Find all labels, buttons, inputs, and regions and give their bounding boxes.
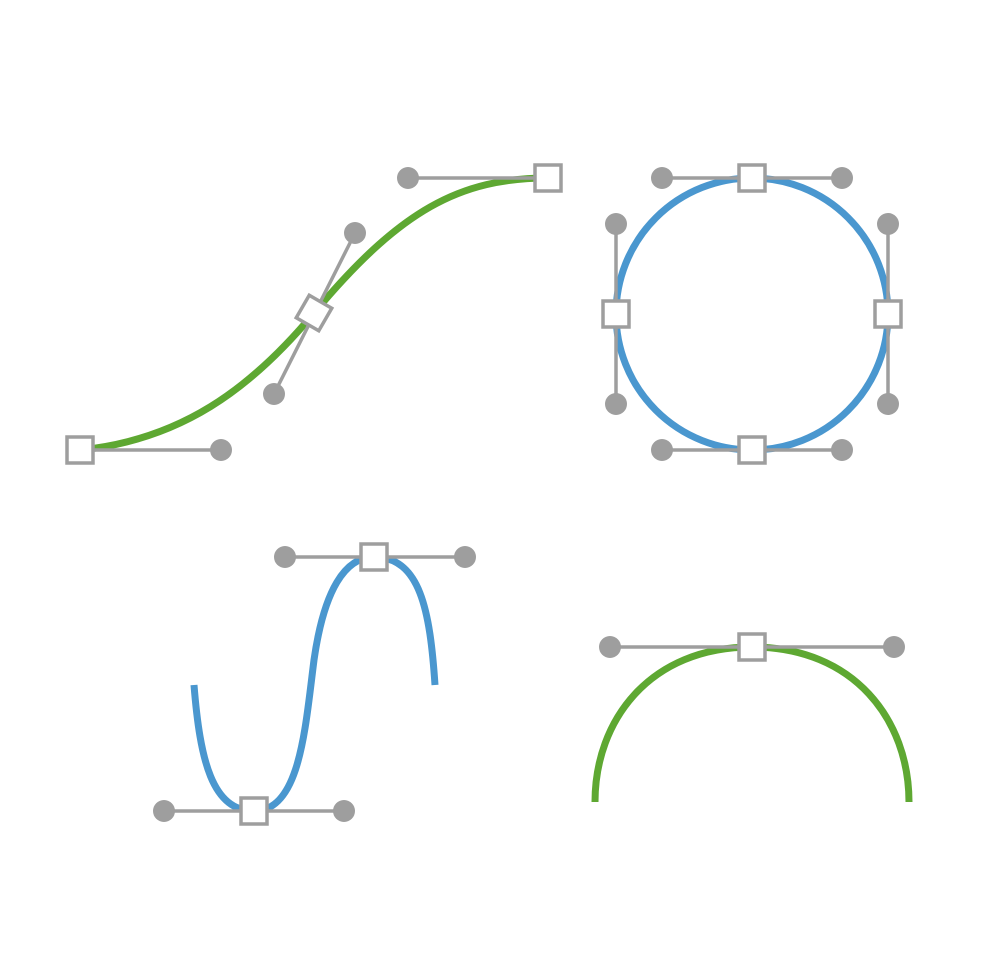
handle-point[interactable] — [454, 546, 476, 568]
wave-path — [190, 553, 439, 815]
wave-diagram — [153, 542, 476, 826]
anchor-point[interactable] — [293, 292, 335, 334]
anchor-point[interactable] — [601, 299, 631, 329]
handle-point[interactable] — [883, 636, 905, 658]
handle-point[interactable] — [605, 213, 627, 235]
handle-point[interactable] — [397, 167, 419, 189]
anchor-point[interactable] — [737, 435, 767, 465]
anchor-point[interactable] — [873, 299, 903, 329]
anchor-point[interactable] — [737, 163, 767, 193]
circle-path — [612, 174, 892, 454]
handle-point[interactable] — [210, 439, 232, 461]
anchor-point[interactable] — [533, 163, 563, 193]
handle-point[interactable] — [831, 167, 853, 189]
handle-point[interactable] — [831, 439, 853, 461]
anchor-point[interactable] — [65, 435, 95, 465]
handle-point[interactable] — [599, 636, 621, 658]
handle-point[interactable] — [605, 393, 627, 415]
handle-point[interactable] — [651, 167, 673, 189]
handle-point[interactable] — [877, 213, 899, 235]
handle-point[interactable] — [877, 393, 899, 415]
circle-diagram — [601, 163, 903, 465]
arch-path — [591, 643, 913, 803]
anchor-point[interactable] — [737, 632, 767, 662]
handle-point[interactable] — [274, 546, 296, 568]
anchor-point[interactable] — [359, 542, 389, 572]
handle-point[interactable] — [263, 383, 285, 405]
handle-point[interactable] — [344, 222, 366, 244]
s-curve-diagram — [65, 163, 563, 465]
handle-point[interactable] — [651, 439, 673, 461]
handle-point[interactable] — [333, 800, 355, 822]
anchor-point[interactable] — [239, 796, 269, 826]
arch-diagram — [591, 632, 913, 803]
handle-point[interactable] — [153, 800, 175, 822]
